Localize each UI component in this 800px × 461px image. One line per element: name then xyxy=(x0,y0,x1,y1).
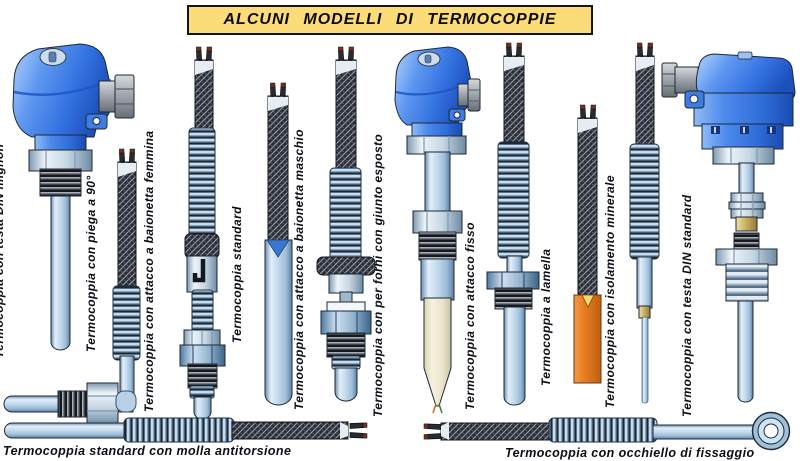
label-per-forni-giunto-esposto: Termocoppia con per forni con giunto esp… xyxy=(371,133,385,417)
knurled-disc xyxy=(316,256,376,276)
hex-nut xyxy=(86,382,119,425)
threaded-fitting xyxy=(733,232,760,252)
probe xyxy=(652,424,758,440)
braided-cable xyxy=(335,59,357,173)
spring xyxy=(112,285,141,361)
hex-nut xyxy=(406,135,467,155)
probe xyxy=(737,300,754,403)
braided-cable xyxy=(267,95,289,241)
threaded-bush xyxy=(725,263,769,302)
lamella-plate xyxy=(573,294,602,384)
illustration-standard xyxy=(264,82,293,406)
illustration-a-lamella xyxy=(573,104,602,384)
illustration-baionetta-femmina xyxy=(179,46,226,420)
probe xyxy=(50,195,71,351)
elbow-corner xyxy=(115,390,137,413)
threaded-fitting xyxy=(39,168,82,197)
anti-torsion-spring xyxy=(123,417,235,443)
hex-nut xyxy=(486,271,540,290)
illustration-per-forni-giunto-esposto xyxy=(394,46,481,414)
lamella-junction xyxy=(581,294,595,308)
threaded-fitting xyxy=(187,363,218,389)
hex-nut xyxy=(28,149,93,172)
spring xyxy=(497,141,530,259)
threaded-fitting xyxy=(57,390,90,418)
label-a-lamella: Termocoppia a lamella xyxy=(539,248,553,386)
braided-cable xyxy=(117,161,137,291)
mineral-insulated-probe xyxy=(641,316,649,404)
label-occhiello-fissaggio: Termocoppia con occhiello di fissaggio xyxy=(505,446,755,460)
extension-tube xyxy=(424,151,451,214)
spring xyxy=(188,127,216,239)
label-isolamento-minerale: Termocoppia con isolamento minerale xyxy=(603,175,617,408)
label-testa-din-standard: Termocoppia con testa DIN standard xyxy=(680,194,694,417)
illustration-testa-din-mignon xyxy=(12,43,135,351)
din-head-body xyxy=(693,92,794,127)
probe xyxy=(264,239,293,406)
label-standard: Termocoppia standard xyxy=(230,206,244,343)
knurled-cap xyxy=(184,233,220,259)
collar-tube xyxy=(420,258,455,301)
probe xyxy=(4,422,129,439)
braided-cable xyxy=(577,117,598,299)
illustration-molla-antitorsione xyxy=(4,417,368,443)
label-molla-antitorsione: Termocoppia standard con molla antitorsi… xyxy=(3,444,292,458)
label-baionetta-femmina: Termocoppia con attacco a baionetta femm… xyxy=(142,130,156,412)
label-piega-90: Termocoppia con piega a 90° xyxy=(84,175,98,352)
probe-tip xyxy=(193,396,212,420)
illustration-piega-90 xyxy=(3,148,141,425)
illustration-occhiello-fissaggio xyxy=(423,411,791,451)
bayonet-body xyxy=(328,273,364,294)
braided-cable xyxy=(440,422,554,441)
brass-ferrule xyxy=(638,305,651,319)
threaded-fitting xyxy=(418,231,457,261)
label-baionetta-maschio: Termocoppia con attacco a baionetta masc… xyxy=(292,129,306,410)
page-title: ALCUNI MODELLI DI TERMOCOPPIE xyxy=(223,11,557,28)
hex-nut xyxy=(179,344,226,367)
spring xyxy=(329,167,362,263)
spring xyxy=(548,417,658,443)
threaded-fitting xyxy=(494,287,533,310)
spring xyxy=(189,385,215,399)
label-testa-din-mignon: Termocoppia con testa DIN mignon xyxy=(0,143,6,358)
braided-cable xyxy=(231,421,349,440)
title-box: ALCUNI MODELLI DI TERMOCOPPIE xyxy=(187,5,593,35)
illustration-isolamento-minerale xyxy=(629,42,660,404)
illustration-baionetta-maschio xyxy=(316,46,376,402)
probe-tip xyxy=(334,367,358,402)
ceramic-sheath xyxy=(423,297,452,407)
spring xyxy=(629,143,660,260)
brass-ferrule xyxy=(735,216,758,232)
spring xyxy=(331,355,361,370)
threaded-fitting xyxy=(326,332,366,358)
spring xyxy=(191,289,214,333)
label-attacco-fisso: Termocoppia con attacco fisso xyxy=(463,222,477,410)
hex-nut xyxy=(320,310,372,335)
illustration-testa-din-standard xyxy=(661,51,796,403)
probe xyxy=(503,306,526,406)
exposed-junction-wires xyxy=(432,403,437,414)
hex-fitting xyxy=(412,210,463,234)
bayonet-slot xyxy=(192,259,206,283)
hex-nut-large xyxy=(715,248,778,266)
wire-fork xyxy=(423,423,442,440)
illustration-attacco-fisso xyxy=(486,42,540,406)
hex-nut xyxy=(712,146,775,165)
wire-fork xyxy=(349,422,368,439)
